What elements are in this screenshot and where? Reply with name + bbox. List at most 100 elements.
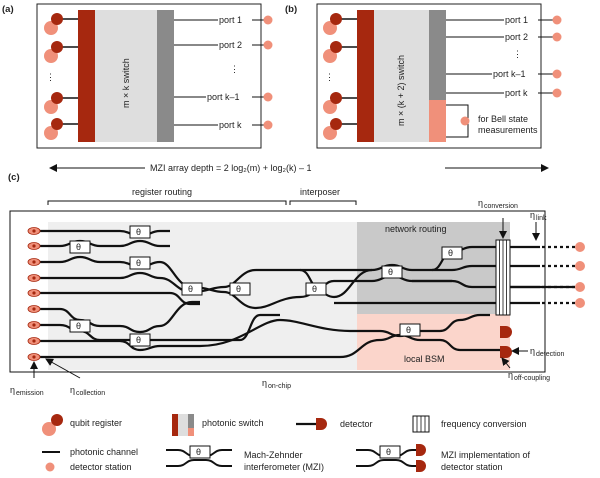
port-ellipsis: ⋮ [230,64,239,74]
port-label-2: port 2 [505,32,528,42]
svg-text:θ: θ [136,258,141,268]
svg-text:photonic channel: photonic channel [70,447,138,457]
left-ellipsis: ⋮ [46,72,55,82]
network-links [510,245,575,305]
depth-label: MZI array depth = 2 log₂(m) + log₂(k) – … [150,163,312,173]
qubit-registers: ⋮ [323,13,357,140]
switch-body [95,10,157,142]
chip-frame [9,210,546,373]
bell-output-bar [429,100,446,142]
switch-input-bar [357,10,374,142]
svg-text:η: η [508,370,513,380]
switch-input-bar [78,10,95,142]
legend-mzi-detector-station: θ MZI implementation of detector station [356,444,531,472]
port-label-k-1: port k–1 [207,92,240,102]
svg-text:detector: detector [340,419,373,429]
legend-frequency-conversion: frequency conversion [412,415,527,433]
svg-text:collection: collection [76,390,105,397]
legend-detector-station: detector station [45,462,132,472]
svg-text:off-coupling: off-coupling [514,375,550,382]
local-bsm-region [357,314,510,370]
legend-mzi: θ Mach-Zehnder interferometer (MZI) [166,445,324,472]
port-ellipsis: ⋮ [513,49,522,59]
svg-text:θ: θ [136,335,141,345]
svg-text:emission: emission [16,390,44,397]
svg-text:η: η [478,198,483,208]
port-label-1: port 1 [505,15,528,25]
panel-a-frame [36,3,262,149]
bell-label-line1: for Bell state [478,114,528,124]
legend-photonic-switch: photonic switch [172,414,264,436]
frequency-conversion-block [495,239,511,316]
svg-text:MZI implementation of: MZI implementation of [441,450,531,460]
mzi-box: θ [129,256,151,270]
switch-label: m × k switch [121,58,131,108]
svg-text:θ: θ [386,447,391,457]
panel-c-label: (c) [8,172,20,183]
network-routing-label: network routing [385,224,447,234]
mzi-box: θ [381,265,403,279]
panel-c: (c) MZI array depth = 2 log₂(m) + log₂(k… [8,161,585,397]
mzi-box: θ [399,323,421,337]
port-label-k: port k [219,120,242,130]
mzi-box: θ [129,225,151,239]
panel-b: (b) m × (k + 2) switch ⋮ port 1 [285,3,562,149]
svg-text:photonic switch: photonic switch [202,418,264,428]
svg-text:η: η [10,385,15,395]
svg-text:θ: θ [448,248,453,258]
svg-text:η: η [70,385,75,395]
local-bsm-label: local BSM [404,354,445,364]
svg-text:θ: θ [388,267,393,277]
panel-a: (a) m × k switch ⋮ port 1 port 2 ⋮ [2,3,273,149]
port-lines [174,15,273,130]
register-routing-label: register routing [132,187,192,197]
legend-photonic-channel: photonic channel [42,447,138,457]
svg-text:θ: θ [76,242,81,252]
svg-text:θ: θ [76,321,81,331]
svg-text:Mach-Zehnder: Mach-Zehnder [244,450,303,460]
legend-qubit-register: qubit register [42,414,122,436]
interposer-label: interposer [300,187,340,197]
on-chip-detectors [500,326,512,358]
panel-a-label: (a) [2,4,14,15]
mzi-box: θ [69,240,91,254]
mzi-box: θ [129,333,151,347]
svg-text:θ: θ [196,447,201,457]
svg-text:frequency conversion: frequency conversion [441,419,527,429]
svg-text:⋮: ⋮ [325,72,334,82]
svg-text:θ: θ [236,284,241,294]
detector-stations [575,242,585,308]
register-routing-bracket [47,200,287,205]
port-label-k: port k [505,88,528,98]
svg-text:link: link [536,215,547,222]
svg-text:detector station: detector station [441,462,503,472]
svg-text:θ: θ [406,325,411,335]
legend: qubit register photonic switch detector … [42,414,531,472]
mzi-box: θ [441,246,463,260]
svg-text:η: η [530,210,535,220]
svg-text:θ: θ [136,227,141,237]
switch-body [374,10,429,142]
mzi-box: θ [181,282,203,296]
mzi-box: θ [305,282,327,296]
svg-text:on-chip: on-chip [268,383,291,390]
mzi-box: θ [69,319,91,333]
svg-text:θ: θ [312,284,317,294]
svg-text:detector station: detector station [70,462,132,472]
qubit-registers: ⋮ [44,13,78,140]
svg-text:conversion: conversion [484,203,518,210]
svg-text:θ: θ [188,284,193,294]
port-label-k-1: port k–1 [493,69,526,79]
svg-text:qubit register: qubit register [70,418,122,428]
switch-output-bar [429,10,446,100]
svg-text:interferometer (MZI): interferometer (MZI) [244,462,324,472]
legend-detector: detector [296,418,373,430]
switch-label: m × (k + 2) switch [396,55,406,126]
mzi-box: θ [229,282,251,296]
svg-text:η: η [262,378,267,388]
mzi-boxes: θ θ θ θ θ θ θ θ θ θ θ [69,225,463,347]
interposer-bracket [289,200,357,205]
bell-label-line2: measurements [478,125,538,135]
